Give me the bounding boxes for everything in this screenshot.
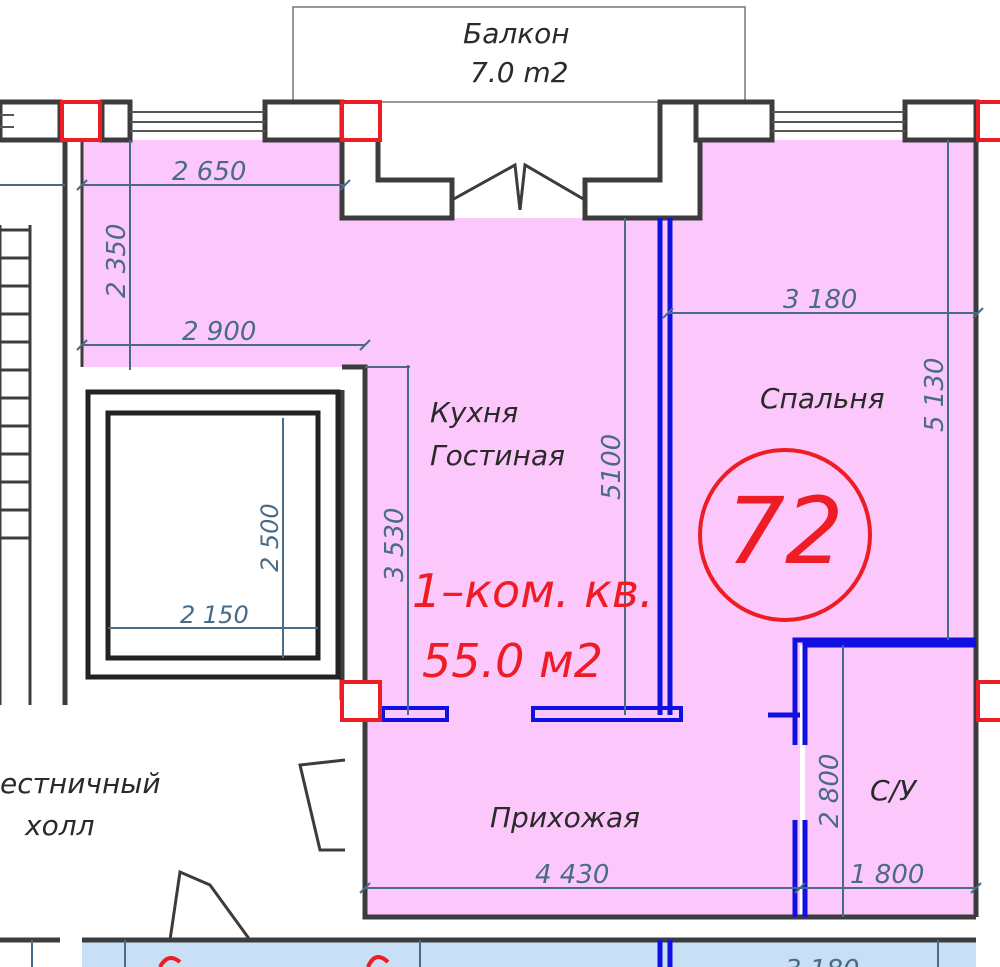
stair-hall-label-1: естничный bbox=[0, 767, 161, 800]
apartment-number: 72 bbox=[726, 478, 843, 585]
kitchen-label-1: Кухня bbox=[430, 396, 518, 429]
bedroom-fill bbox=[625, 140, 976, 715]
balcony-area: 7.0 m2 bbox=[470, 56, 569, 89]
kitchen-living-fill bbox=[82, 140, 625, 715]
dim-2150: 2 150 bbox=[180, 601, 249, 629]
apartment-info: 1–ком. кв. 55.0 м2 72 bbox=[412, 448, 872, 688]
dimension-lines bbox=[0, 140, 984, 967]
apartment-fill bbox=[82, 140, 976, 967]
dim-1800: 1 800 bbox=[850, 860, 924, 890]
dim-2800: 2 800 bbox=[815, 754, 845, 828]
apartment-area: 55.0 м2 bbox=[422, 634, 603, 688]
room-labels: Балкон 7.0 m2 Кухня Гостиная Спальня При… bbox=[0, 17, 918, 842]
dim-3180-lower: 3 180 bbox=[785, 955, 859, 967]
column-markers bbox=[60, 100, 1000, 722]
dim-2900: 2 900 bbox=[182, 317, 256, 347]
dim-2500: 2 500 bbox=[256, 503, 284, 572]
hallway-fill bbox=[365, 715, 800, 917]
partitions bbox=[381, 218, 976, 917]
dimension-labels: 2 650 2 350 2 900 3 530 5100 3 180 5 130… bbox=[102, 157, 950, 967]
balcony-outline bbox=[292, 6, 746, 103]
dim-2350: 2 350 bbox=[102, 224, 132, 298]
apartment-type: 1–ком. кв. bbox=[412, 564, 654, 618]
dim-4430: 4 430 bbox=[535, 860, 609, 890]
walls bbox=[0, 99, 980, 943]
lower-unit-fragments bbox=[158, 955, 390, 967]
lower-unit-fill bbox=[82, 940, 976, 967]
apartment-number-circle bbox=[698, 448, 872, 622]
dim-3530: 3 530 bbox=[380, 508, 410, 582]
dim-5130: 5 130 bbox=[920, 358, 950, 432]
elevator-shaft bbox=[85, 389, 341, 680]
kitchen-label-2: Гостиная bbox=[430, 439, 565, 472]
staircase bbox=[0, 225, 32, 705]
bathroom-label: С/У bbox=[870, 774, 918, 807]
bathroom-fill bbox=[805, 645, 976, 917]
dim-5100: 5100 bbox=[597, 434, 627, 500]
dim-3180: 3 180 bbox=[783, 285, 857, 315]
dim-2650: 2 650 bbox=[172, 157, 246, 187]
hallway-label: Прихожая bbox=[490, 801, 640, 834]
balcony-name: Балкон bbox=[463, 17, 570, 50]
stair-hall-label-2: холл bbox=[24, 809, 95, 842]
bedroom-label: Спальня bbox=[760, 382, 885, 415]
